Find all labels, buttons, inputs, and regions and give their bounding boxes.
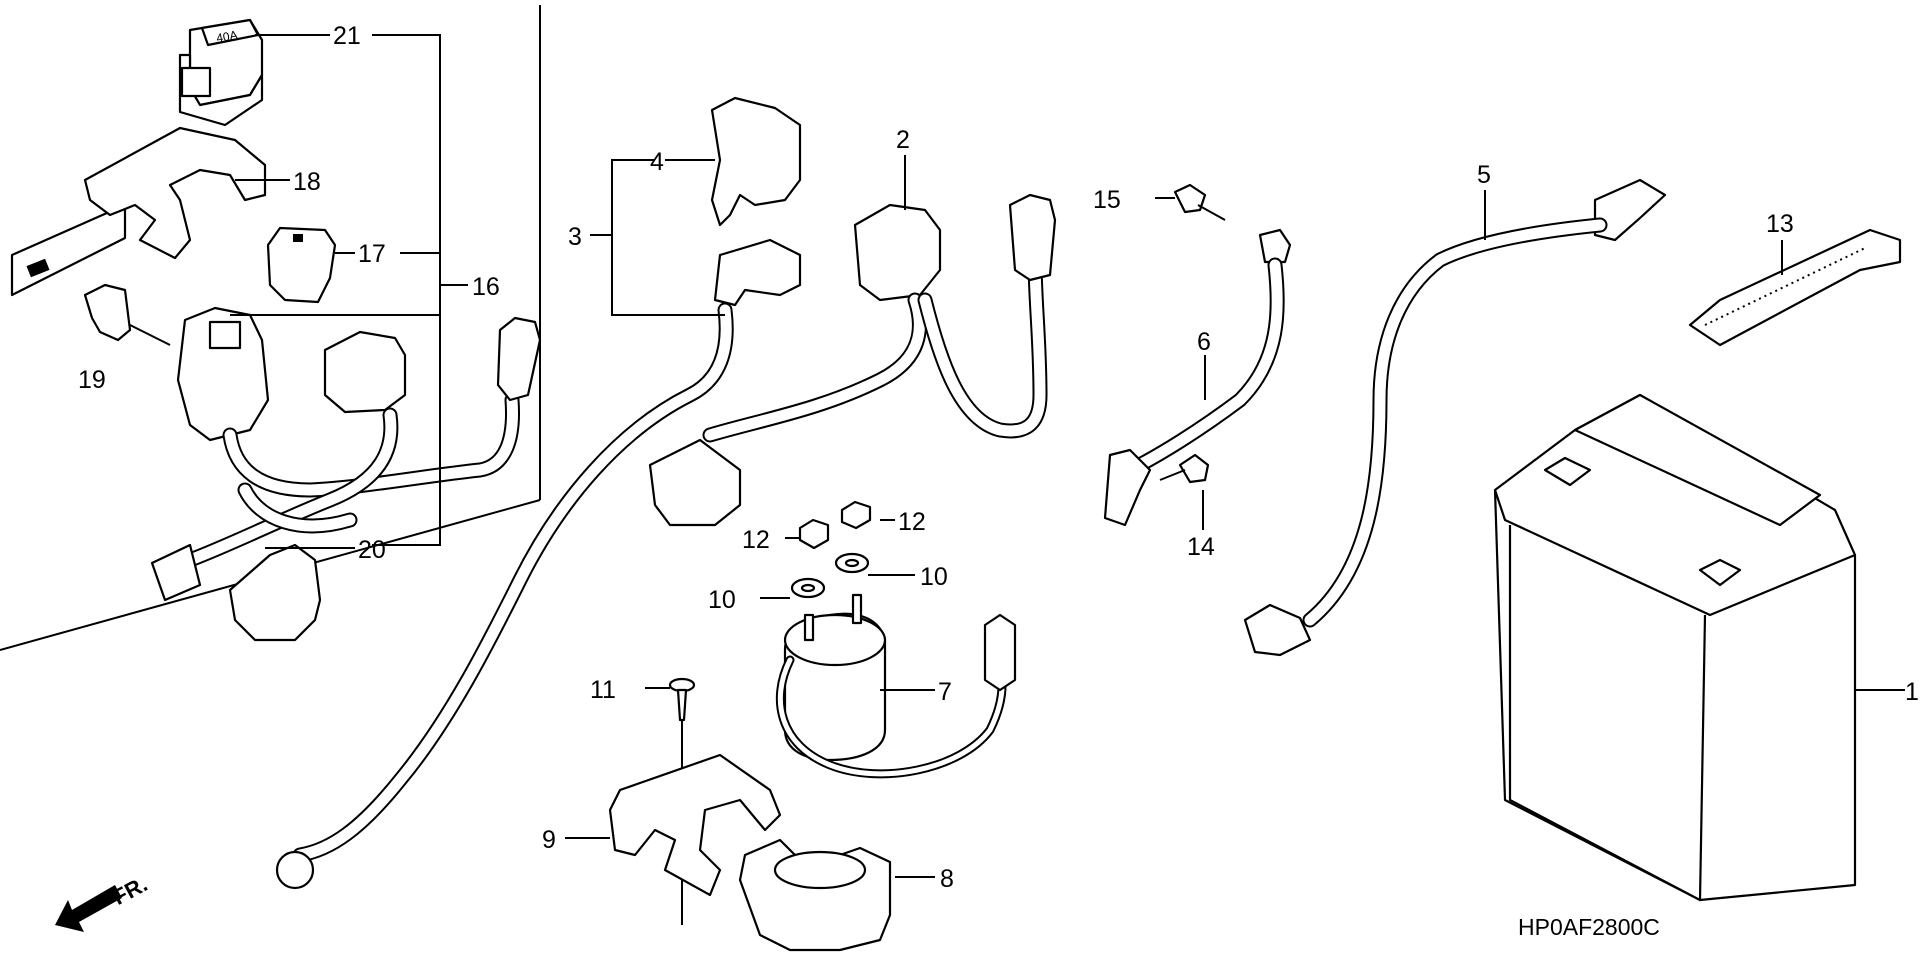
battery-part-1 [1493,393,1857,902]
label-6: 6 [1197,328,1211,356]
label-14: 14 [1187,533,1215,561]
screw-part-11 [668,677,696,925]
label-8: 8 [940,865,954,893]
label-16: 16 [472,273,500,301]
label-21: 21 [333,22,361,50]
fuse-part-17 [266,226,337,304]
battery-cable-part-5 [1243,178,1667,657]
label-11: 11 [590,676,616,704]
label-17: 17 [358,240,386,268]
label-2: 2 [896,126,910,154]
label-13: 13 [1766,210,1794,238]
label-18: 18 [293,168,321,196]
label-10-lower: 10 [708,586,736,614]
inset-connector [176,306,270,442]
relay-cover-part-8 [738,838,892,952]
bolt-part-14 [1159,453,1210,484]
part-labels: 21 18 17 16 19 20 4 3 2 15 6 5 13 14 12 … [78,22,1919,893]
label-3: 3 [568,223,582,251]
bracket-part-9 [608,753,782,897]
starter-cable-part-2 [648,193,1057,527]
washer-part-10-lower [790,577,826,599]
terminal-cover-part-20 [228,543,322,642]
battery-strap-part-13 [1688,228,1902,347]
label-19: 19 [78,366,106,394]
bracket-part-18 [10,126,267,297]
label-20: 20 [358,536,386,564]
leader-lines [129,34,1905,878]
label-12-lower: 12 [742,526,770,554]
nut-part-12-lower [798,518,830,550]
label-4: 4 [650,148,664,176]
battery-cable-part-6 [1103,228,1292,527]
inset-terminal-cover [323,330,407,414]
bolt-part-15 [1173,183,1226,221]
front-direction-arrow [55,885,122,932]
relay-marking: 40A [215,28,238,45]
relay-part-21: 40A [178,18,264,127]
inset-wire-harness [150,316,542,602]
starter-relay-part-7 [775,593,1017,779]
terminal-cover-part-4 [710,96,802,227]
inset-panel-border [0,5,541,651]
label-1: 1 [1905,678,1919,706]
battery-cable-part-3 [275,238,802,890]
front-direction-label: FR. [108,871,151,910]
label-15: 15 [1093,186,1121,214]
figure-code: HP0AF2800C [1518,914,1660,940]
label-7: 7 [938,678,952,706]
label-12-upper: 12 [898,508,926,536]
nut-part-12-upper [840,500,872,530]
label-10-upper: 10 [920,563,948,591]
label-5: 5 [1477,161,1491,189]
washer-part-10-upper [834,552,870,574]
label-9: 9 [542,826,556,854]
clip-part-19 [83,283,132,342]
